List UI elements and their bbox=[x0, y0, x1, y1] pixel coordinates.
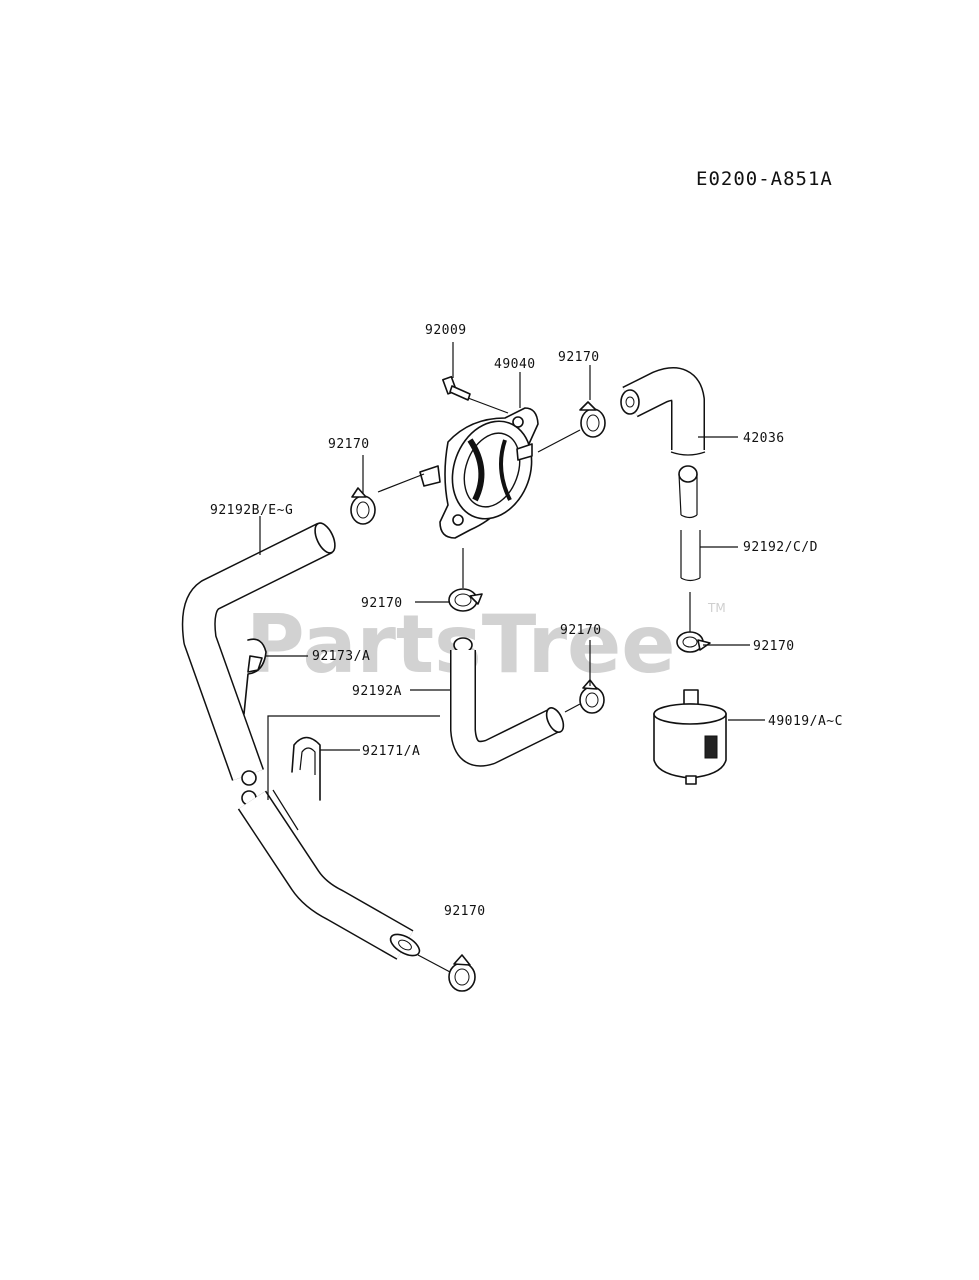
fuel-filter-49019[interactable] bbox=[653, 689, 727, 785]
fuel-pump-49040[interactable] bbox=[419, 407, 545, 539]
label-92170-mid2: 92170 bbox=[560, 623, 602, 638]
screw-92009[interactable] bbox=[442, 375, 471, 401]
trademark-symbol: TM bbox=[707, 601, 726, 615]
label-92170-left: 92170 bbox=[328, 437, 370, 452]
hose-92192-c-d[interactable] bbox=[678, 465, 701, 582]
label-49019-a-c: 49019/A~C bbox=[768, 714, 843, 729]
clamp-92170-bottom[interactable] bbox=[448, 954, 476, 992]
label-92170-bottom: 92170 bbox=[444, 904, 486, 919]
leader-lines bbox=[259, 342, 765, 973]
clamp-92170-mid2[interactable] bbox=[579, 679, 605, 714]
label-92192-c-d: 92192/C/D bbox=[743, 540, 818, 555]
clamp-92170-top[interactable] bbox=[579, 401, 606, 438]
hose-92192a[interactable] bbox=[450, 637, 567, 767]
clip-92173[interactable] bbox=[243, 638, 267, 715]
hose-92192b-e-g[interactable] bbox=[181, 520, 423, 960]
label-92170-mid: 92170 bbox=[361, 596, 403, 611]
label-92170-top: 92170 bbox=[558, 350, 600, 365]
label-92171-a: 92171/A bbox=[362, 744, 420, 759]
clamp-92170-left[interactable] bbox=[350, 487, 376, 525]
label-49040: 49040 bbox=[494, 357, 536, 372]
label-92009: 92009 bbox=[425, 323, 467, 338]
routing-bracket-line bbox=[267, 715, 440, 800]
label-92170-right: 92170 bbox=[753, 639, 795, 654]
label-92192b-e-g: 92192B/E~G bbox=[210, 503, 293, 518]
clamp-92170-right[interactable] bbox=[676, 631, 711, 653]
clamp-92170-mid[interactable] bbox=[448, 588, 483, 612]
label-92173-a: 92173/A bbox=[312, 649, 370, 664]
clip-92171[interactable] bbox=[291, 736, 321, 801]
label-92192a: 92192A bbox=[352, 684, 402, 699]
label-42036: 42036 bbox=[743, 431, 785, 446]
hose-42036[interactable] bbox=[620, 367, 706, 456]
routing-bracket-line-2 bbox=[272, 789, 299, 831]
diagram-code: E0200-A851A bbox=[696, 168, 833, 190]
